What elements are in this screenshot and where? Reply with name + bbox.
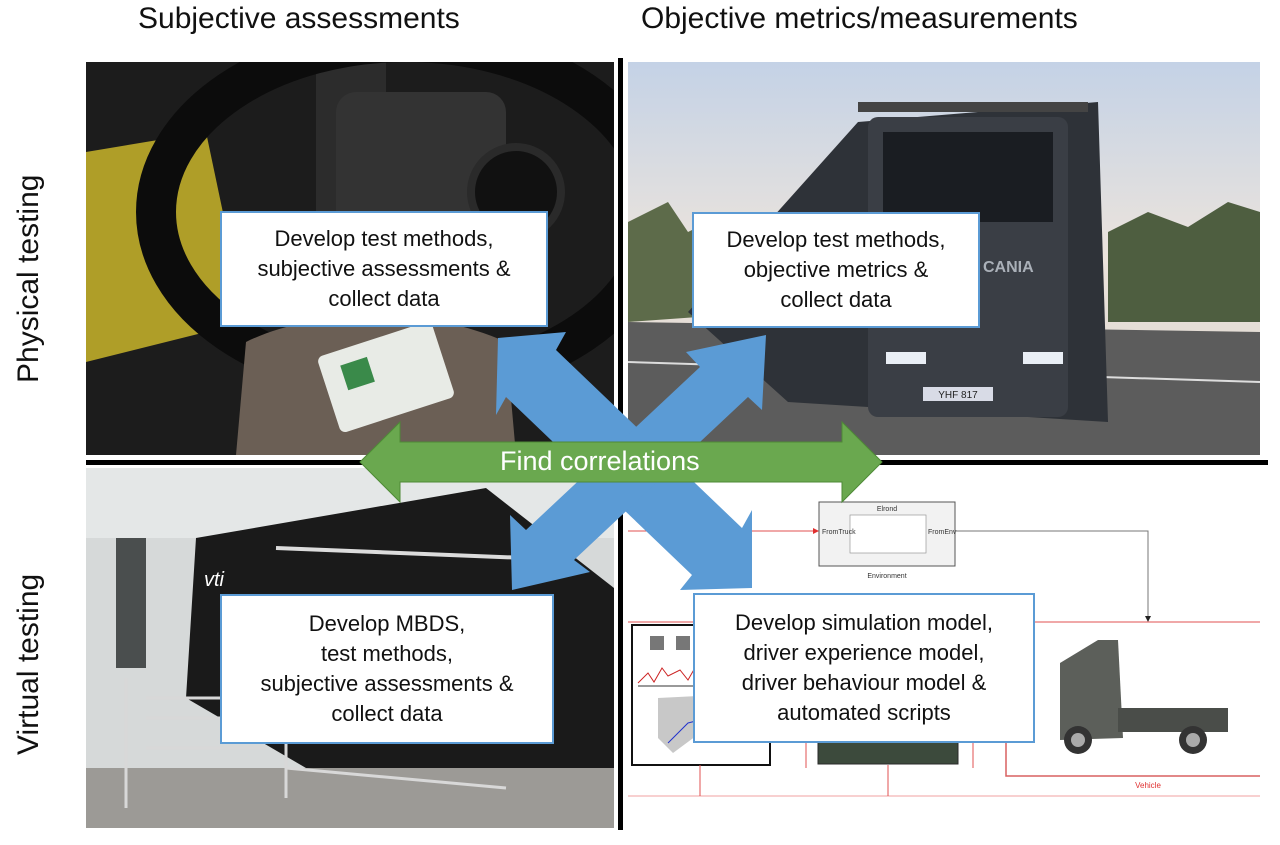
model-port-out: FromEnv <box>928 529 957 536</box>
textbox-virtual-subjective: Develop MBDS, test methods, subjective a… <box>220 594 554 744</box>
vti-logo-text: vti <box>204 569 225 591</box>
textbox-line: Develop MBDS, <box>308 611 466 636</box>
model-block-title: Elrond <box>877 506 897 513</box>
column-header-subjective: Subjective assessments <box>138 2 460 35</box>
textbox-line: collect data <box>780 287 892 312</box>
textbox-line: Develop test methods, <box>274 226 494 251</box>
model-subsystem-label: Environment <box>867 573 906 580</box>
column-header-objective: Objective metrics/measurements <box>641 2 1078 35</box>
textbox-line: test methods, <box>320 641 454 666</box>
textbox-line: driver experience model, <box>743 640 985 665</box>
textbox-virtual-objective: Develop simulation model, driver experie… <box>693 593 1035 743</box>
textbox-line: automated scripts <box>777 700 951 725</box>
textbox-line: collect data <box>328 286 440 311</box>
find-correlations-label: Find correlations <box>500 446 700 476</box>
truck-tractor-image <box>1060 640 1228 754</box>
truck-brand-text: CANIA <box>983 259 1034 276</box>
textbox-line: Develop test methods, <box>726 227 946 252</box>
textbox-line: objective metrics & <box>743 257 929 282</box>
model-port-in: FromTruck <box>822 529 856 536</box>
license-plate-text: YHF 817 <box>938 390 978 401</box>
textbox-line: subjective assessments & <box>260 671 514 696</box>
textbox-physical-objective: Develop test methods, objective metrics … <box>692 212 980 328</box>
textbox-line: subjective assessments & <box>257 256 511 281</box>
textbox-line: Develop simulation model, <box>734 610 994 635</box>
textbox-physical-subjective: Develop test methods, subjective assessm… <box>220 211 548 327</box>
textbox-line: driver behaviour model & <box>741 670 987 695</box>
row-header-physical: Physical testing <box>12 174 45 383</box>
model-vehicle-label: Vehicle <box>1135 781 1161 790</box>
row-header-virtual: Virtual testing <box>12 573 45 755</box>
quadrant-divider-vertical <box>618 58 623 830</box>
textbox-line: collect data <box>331 701 443 726</box>
